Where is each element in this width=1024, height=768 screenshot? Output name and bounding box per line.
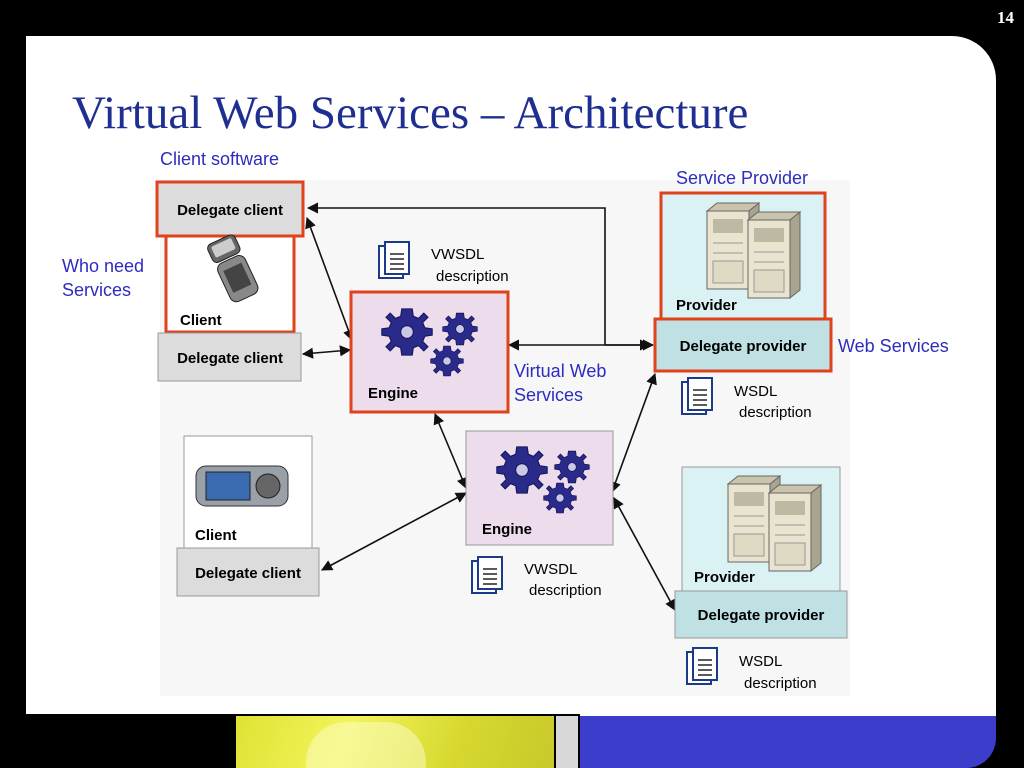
delegate-provider-top-label: Delegate provider <box>680 338 807 355</box>
delegate-provider-bottom-label: Delegate provider <box>698 607 825 624</box>
engine-top-label: Engine <box>368 385 418 402</box>
engine-top <box>349 290 510 414</box>
wsdl-bottom-document-icon <box>686 647 718 685</box>
who-need-note-line2: Services <box>62 280 132 300</box>
delegate-client-top-label: Delegate client <box>177 202 283 219</box>
connection-arrows <box>301 202 676 611</box>
vwsdl-top-line2: description <box>436 268 509 285</box>
gps-device-icon <box>195 465 289 507</box>
delegate-client-mid <box>157 332 302 382</box>
vwsdl-bottom-document-icon <box>471 556 503 594</box>
footer-divider <box>580 714 996 716</box>
client-bottom-label: Client <box>195 527 237 544</box>
wsdl-top-document-icon <box>681 377 713 415</box>
delegate-client-mid-label: Delegate client <box>177 350 283 367</box>
wsdl-bottom-line1: WSDL <box>739 653 782 670</box>
slide-number: 14 <box>997 8 1014 27</box>
vwsdl-top-line1: VWSDL <box>431 246 484 263</box>
provider-top-label: Provider <box>676 297 737 314</box>
web-services-note: Web Services <box>838 336 949 356</box>
delegate-client-bottom <box>176 547 320 597</box>
service-provider-note: Service Provider <box>676 168 809 188</box>
wsdl-top-line2: description <box>739 404 812 421</box>
server-icon <box>747 211 801 299</box>
engine-bottom-label: Engine <box>482 521 532 538</box>
vwsdl-bottom-line1: VWSDL <box>524 561 577 578</box>
delegate-client-bottom-label: Delegate client <box>195 565 301 582</box>
footer-yellow-band <box>236 716 554 768</box>
slide-title: Virtual Web Services – Architecture <box>72 87 749 139</box>
wsdl-bottom-line2: description <box>744 675 817 692</box>
vwsdl-bottom-line2: description <box>529 582 602 599</box>
mobile-phone-icon <box>207 234 259 303</box>
delegate-provider-top <box>653 317 833 373</box>
who-need-note-line1: Who need <box>62 256 145 276</box>
vwsdl-top-document-icon <box>378 241 410 279</box>
delegate-provider-bottom <box>674 590 848 639</box>
provider-bottom-label: Provider <box>694 569 755 586</box>
client-top-label: Client <box>180 312 222 329</box>
virtual-web-services-note-line1: Virtual Web <box>514 361 607 381</box>
server-icon <box>768 484 822 572</box>
footer-blue-band <box>580 716 996 768</box>
virtual-web-services-note-line2: Services <box>514 385 584 405</box>
wsdl-top-line1: WSDL <box>734 383 777 400</box>
footer-gray-band <box>556 716 578 768</box>
client-software-note: Client software <box>160 149 280 169</box>
delegate-client-top <box>155 180 305 238</box>
